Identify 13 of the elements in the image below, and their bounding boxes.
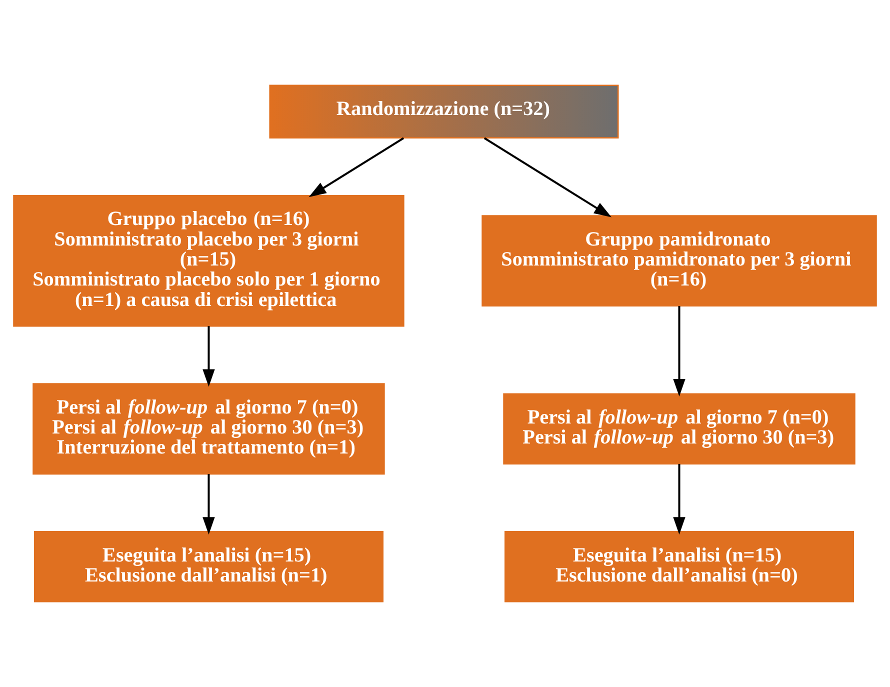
arrow bbox=[202, 474, 215, 535]
node-box: Persi al follow-up al giorno 7 (n=0) Persi al follow-up al giorno 30 (n=3) Interruzione del trattamento (n=1) bbox=[32, 383, 385, 475]
node-box: Gruppo pamidronato Somministrato pamidronato per 3 giorni (n=16) bbox=[482, 215, 877, 307]
arrow bbox=[202, 326, 215, 387]
arrow bbox=[308, 137, 404, 198]
arrow bbox=[673, 464, 686, 535]
arrow bbox=[484, 137, 612, 218]
node-box: Eseguita l’analisi (n=15) Esclusione dall’analisi (n=1) bbox=[34, 531, 384, 602]
arrow bbox=[673, 306, 686, 396]
node-box: Gruppo placebo (n=16) Somministrato placebo per 3 giorni (n=15) Somministrato placebo solo per 1 giorno (n=1) a causa di crisi epilettica bbox=[13, 194, 404, 327]
node-box: Persi al follow-up al giorno 7 (n=0) Persi al follow-up al giorno 30 (n=3) bbox=[503, 393, 856, 464]
node-box: Randomizzazione (n=32) bbox=[269, 84, 619, 138]
node-box: Eseguita l’analisi (n=15) Esclusione dall’analisi (n=0) bbox=[504, 531, 854, 602]
